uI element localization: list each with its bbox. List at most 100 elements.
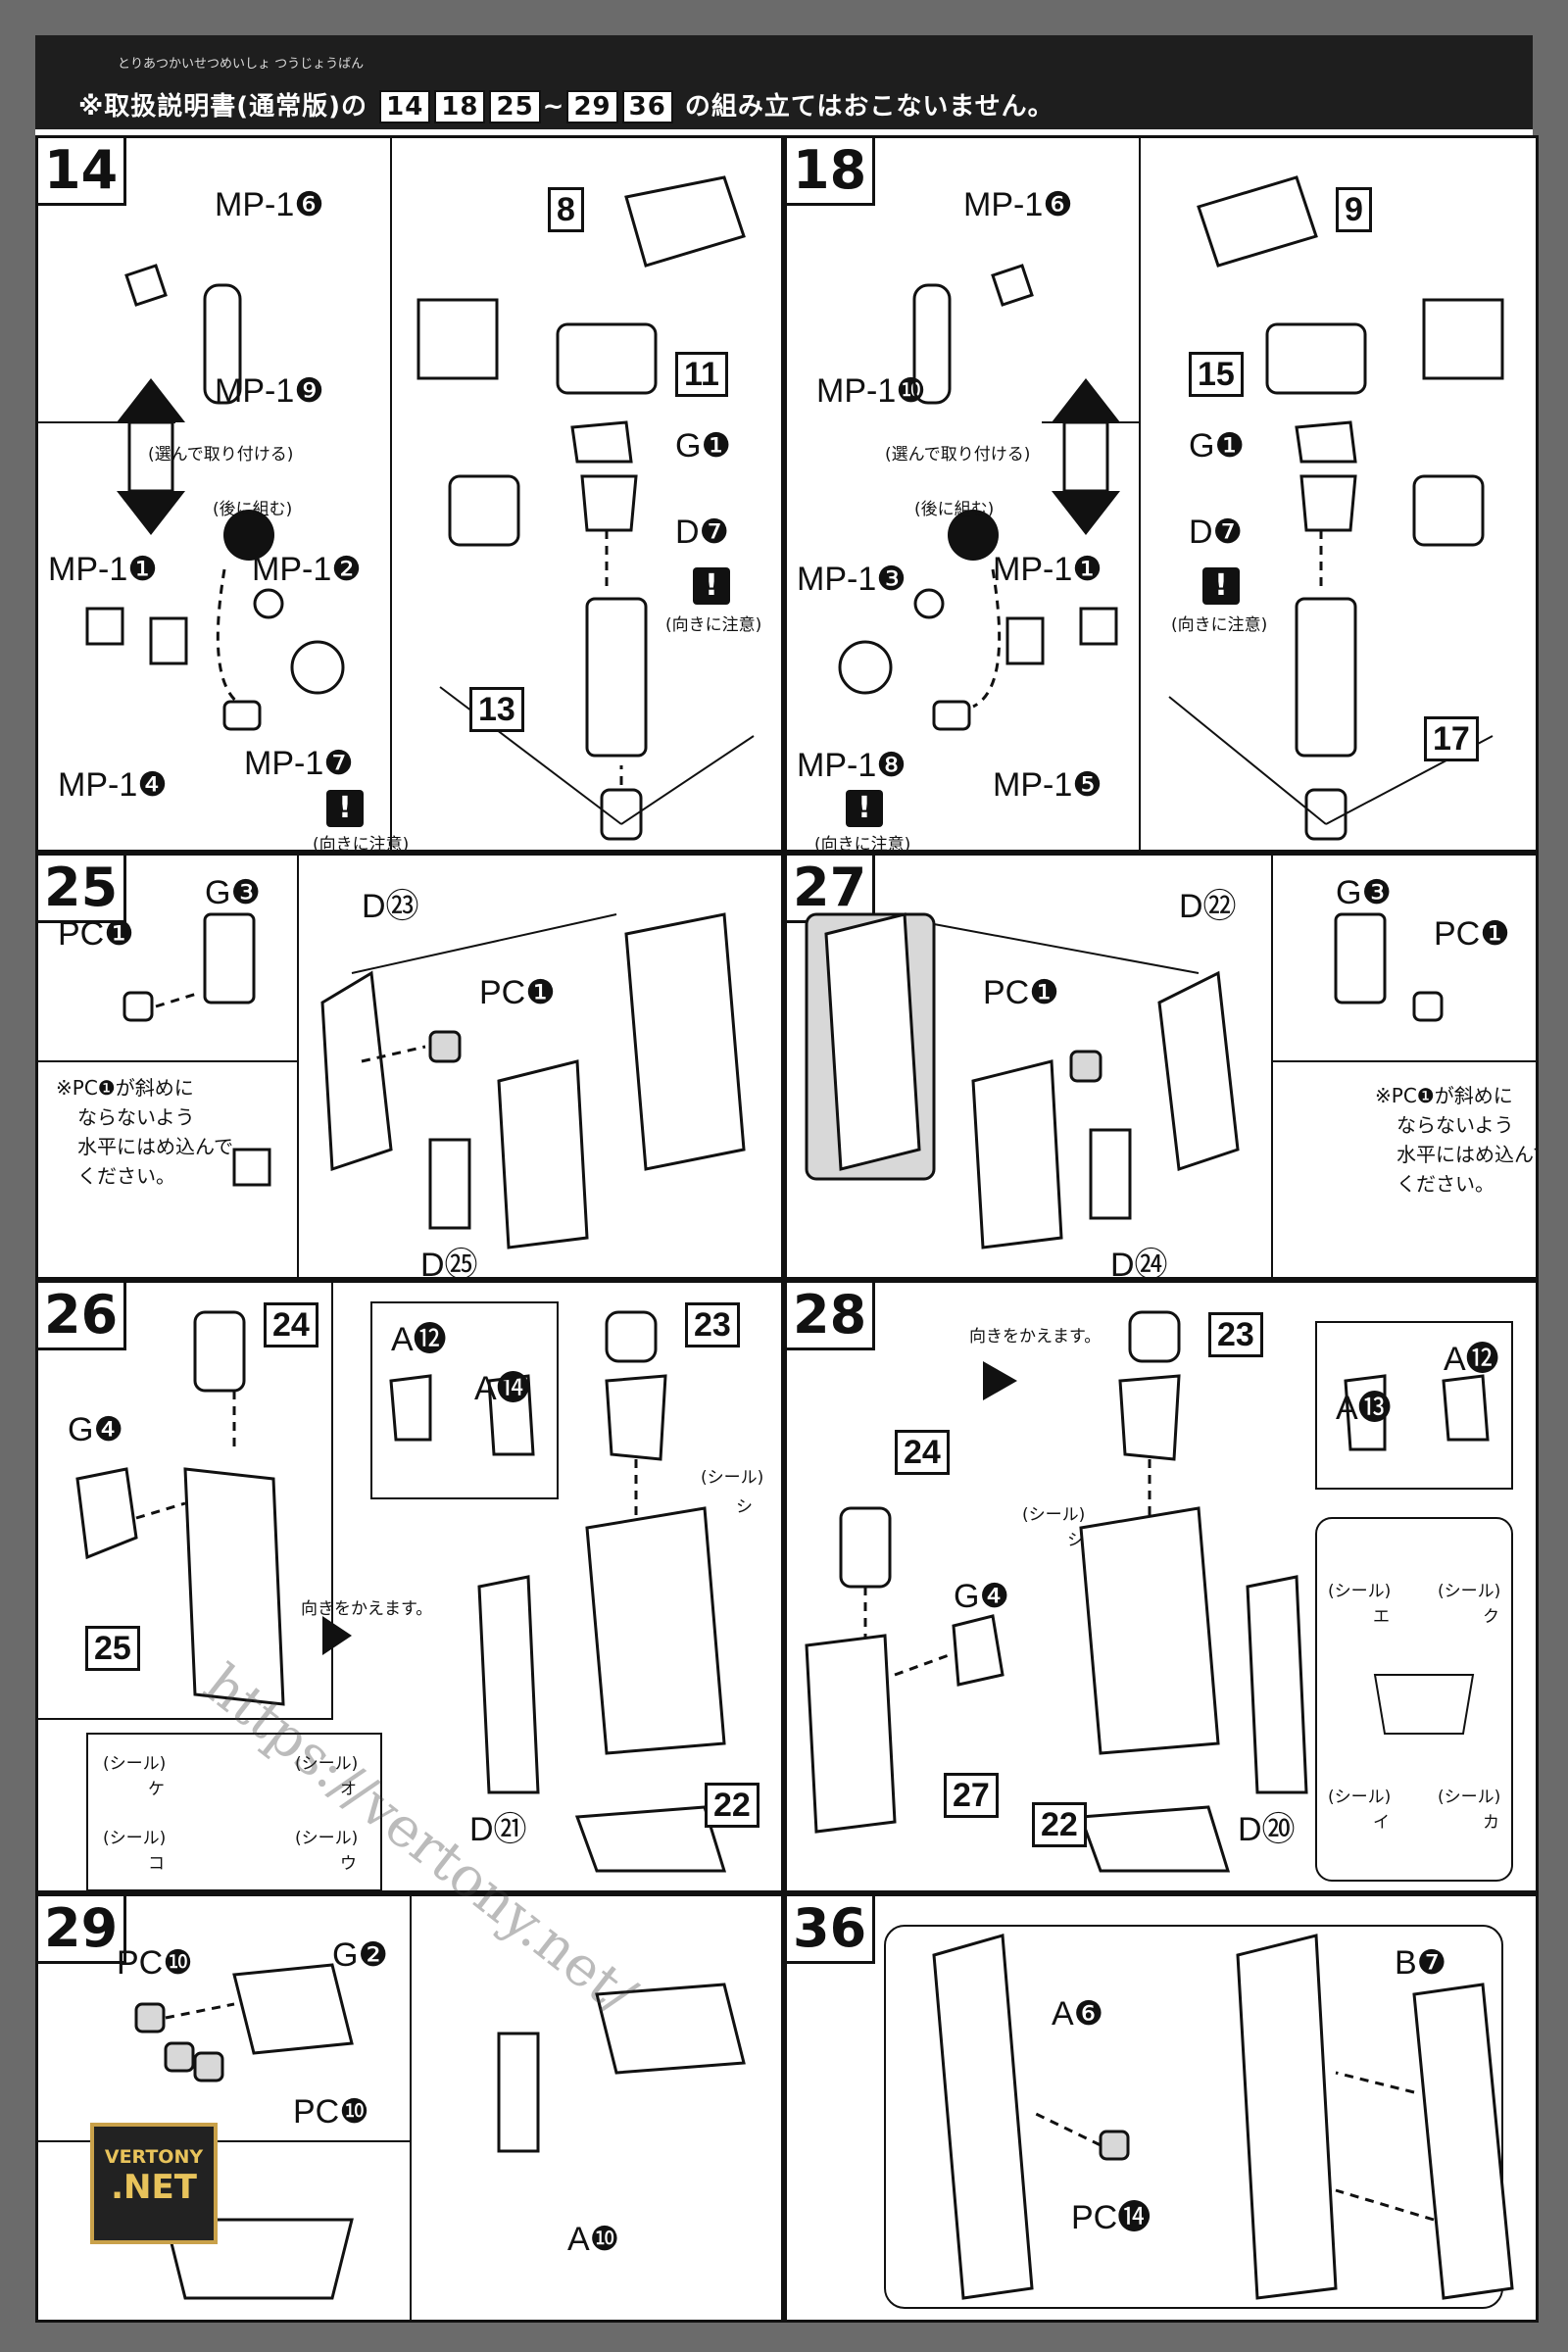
seal-label-2: (シール) <box>1328 1582 1392 1601</box>
label-mp1-1: MP-1❶ <box>48 551 158 588</box>
step-14-drawing <box>38 138 755 850</box>
label-g1: G❶ <box>1189 427 1245 465</box>
label-d20: D⑳ <box>1238 1811 1296 1848</box>
choose-attach-text: (選んで取り付ける) <box>148 445 294 465</box>
step-number: 26 <box>38 1283 127 1350</box>
note-line-3: 水平にはめ込んで <box>77 1135 233 1158</box>
step-number: 29 <box>38 1896 127 1964</box>
label-pc1: PC❶ <box>58 915 134 953</box>
caution-icon: ! <box>846 790 883 827</box>
label-d7: D❼ <box>675 514 730 551</box>
turn-text: 向きをかえます。 <box>969 1327 1102 1347</box>
banner-step-36: 36 <box>621 90 673 123</box>
label-mp1-6: MP-1❻ <box>963 186 1073 223</box>
label-mp1-1: MP-1❶ <box>993 551 1102 588</box>
label-g1: G❶ <box>675 427 731 465</box>
seal-char-5: ウ <box>340 1854 357 1874</box>
banner-tilde: ~ <box>542 92 565 122</box>
part-box-22: 22 <box>705 1783 760 1828</box>
level-note: ※PC❶が斜めに ならないよう 水平にはめ込んで ください。 <box>1375 1081 1536 1199</box>
step-number: 25 <box>38 856 127 923</box>
label-a6: A❻ <box>1052 1995 1104 2033</box>
step-number: 27 <box>787 856 876 923</box>
step-28-panel: 28 向きをかえます。 23 A⓭ A⓬ 24 G❹ (シール) シ <box>784 1280 1539 1893</box>
label-pc10: PC❿ <box>117 1944 193 1982</box>
seal-label-1: (シール) <box>701 1468 764 1488</box>
step-number: 18 <box>787 138 876 206</box>
step-18-drawing <box>838 138 1504 850</box>
label-g3: G❸ <box>1336 874 1392 911</box>
step-28-drawing <box>805 1310 1513 1882</box>
part-box-24: 24 <box>895 1430 950 1475</box>
caution-icon-2: ! <box>693 567 730 605</box>
label-pc1-b: PC❶ <box>479 974 556 1011</box>
label-d22: D㉒ <box>1179 888 1237 925</box>
step-29-drawing <box>38 1896 746 2320</box>
part-box-23: 23 <box>1208 1312 1263 1357</box>
seal-label-4: (シール) <box>103 1829 167 1848</box>
label-g4: G❹ <box>68 1411 123 1448</box>
step-25-panel: 25 G❸ PC❶ ※PC❶が斜めに ならないよう 水平にはめ込んで ください。… <box>35 853 784 1280</box>
label-d21: D㉑ <box>469 1811 527 1848</box>
step-25-drawing <box>38 856 746 1277</box>
label-mp1-2: MP-1❷ <box>252 551 362 588</box>
seal-label-1: (シール) <box>1022 1505 1086 1525</box>
banner-step-18: 18 <box>434 90 486 123</box>
seal-label-4: (シール) <box>1328 1788 1392 1807</box>
logo-line-2: .NET <box>111 2168 197 2207</box>
part-box-9: 9 <box>1336 187 1372 232</box>
seal-char-4: イ <box>1373 1813 1390 1833</box>
seal-label-5: (シール) <box>295 1829 359 1848</box>
choose-attach-text: (選んで取り付ける) <box>885 445 1031 465</box>
label-mp1-3: MP-1❸ <box>797 561 906 598</box>
label-a12: A⓬ <box>1444 1341 1499 1378</box>
caution-icon-2: ! <box>1202 567 1240 605</box>
logo-line-1: VERTONY <box>104 2146 204 2168</box>
part-box-23: 23 <box>685 1302 740 1348</box>
label-pc14: PC⓮ <box>1071 2199 1152 2236</box>
note-line-2: ならないよう <box>1396 1113 1514 1137</box>
seal-char-2: ケ <box>148 1780 165 1799</box>
note-line-4: ください。 <box>1396 1172 1494 1196</box>
note-line-1: ※PC❶が斜めに <box>56 1076 194 1100</box>
label-g2: G❷ <box>332 1936 388 1974</box>
step-27-panel: 27 D㉒ G❸ PC❶ PC❶ D㉔ ※PC❶が斜めに ならないよう 水平には… <box>784 853 1539 1280</box>
label-pc10-b: PC❿ <box>293 2093 369 2131</box>
step-26-drawing <box>38 1283 727 1890</box>
caution-text-2: (向きに注意) <box>1171 615 1268 635</box>
assemble-later-text: (後に組む) <box>213 500 293 519</box>
step-14-panel: 14 M <box>35 135 784 853</box>
part-box-24: 24 <box>264 1302 318 1348</box>
seal-char-4: コ <box>148 1854 165 1874</box>
part-box-17: 17 <box>1424 716 1479 761</box>
seal-char-2: エ <box>1373 1607 1390 1627</box>
label-a13: A⓭ <box>1336 1390 1392 1427</box>
turn-text: 向きをかえます。 <box>301 1599 433 1619</box>
seal-char-5: カ <box>1483 1813 1499 1833</box>
banner-step-25: 25 <box>489 90 541 123</box>
caution-icon: ! <box>326 790 364 827</box>
banner-prefix: ※取扱説明書(通常版)の <box>78 92 368 122</box>
banner-step-29: 29 <box>566 90 618 123</box>
caution-text: (向きに注意) <box>814 835 911 853</box>
caution-text: (向きに注意) <box>313 835 410 853</box>
label-a12: A⓬ <box>391 1321 447 1358</box>
label-d23: D㉓ <box>362 888 419 925</box>
part-box-25: 25 <box>85 1626 140 1671</box>
seal-char-1: シ <box>1067 1531 1084 1550</box>
banner-furigana: とりあつかいせつめいしょ つうじょうばん <box>118 57 365 72</box>
seal-label-5: (シール) <box>1438 1788 1501 1807</box>
label-pc1-b: PC❶ <box>983 974 1059 1011</box>
label-d25: D㉕ <box>420 1247 478 1280</box>
seal-char-1: シ <box>736 1497 753 1517</box>
step-number: 28 <box>787 1283 876 1350</box>
banner-suffix: の組み立てはおこないません。 <box>684 92 1054 122</box>
label-d7: D❼ <box>1189 514 1244 551</box>
banner-step-14: 14 <box>379 90 431 123</box>
step-number: 36 <box>787 1896 876 1964</box>
assemble-later-text: (後に組む) <box>914 500 995 519</box>
seal-label-3: (シール) <box>1438 1582 1501 1601</box>
note-line-4: ください。 <box>77 1164 175 1188</box>
